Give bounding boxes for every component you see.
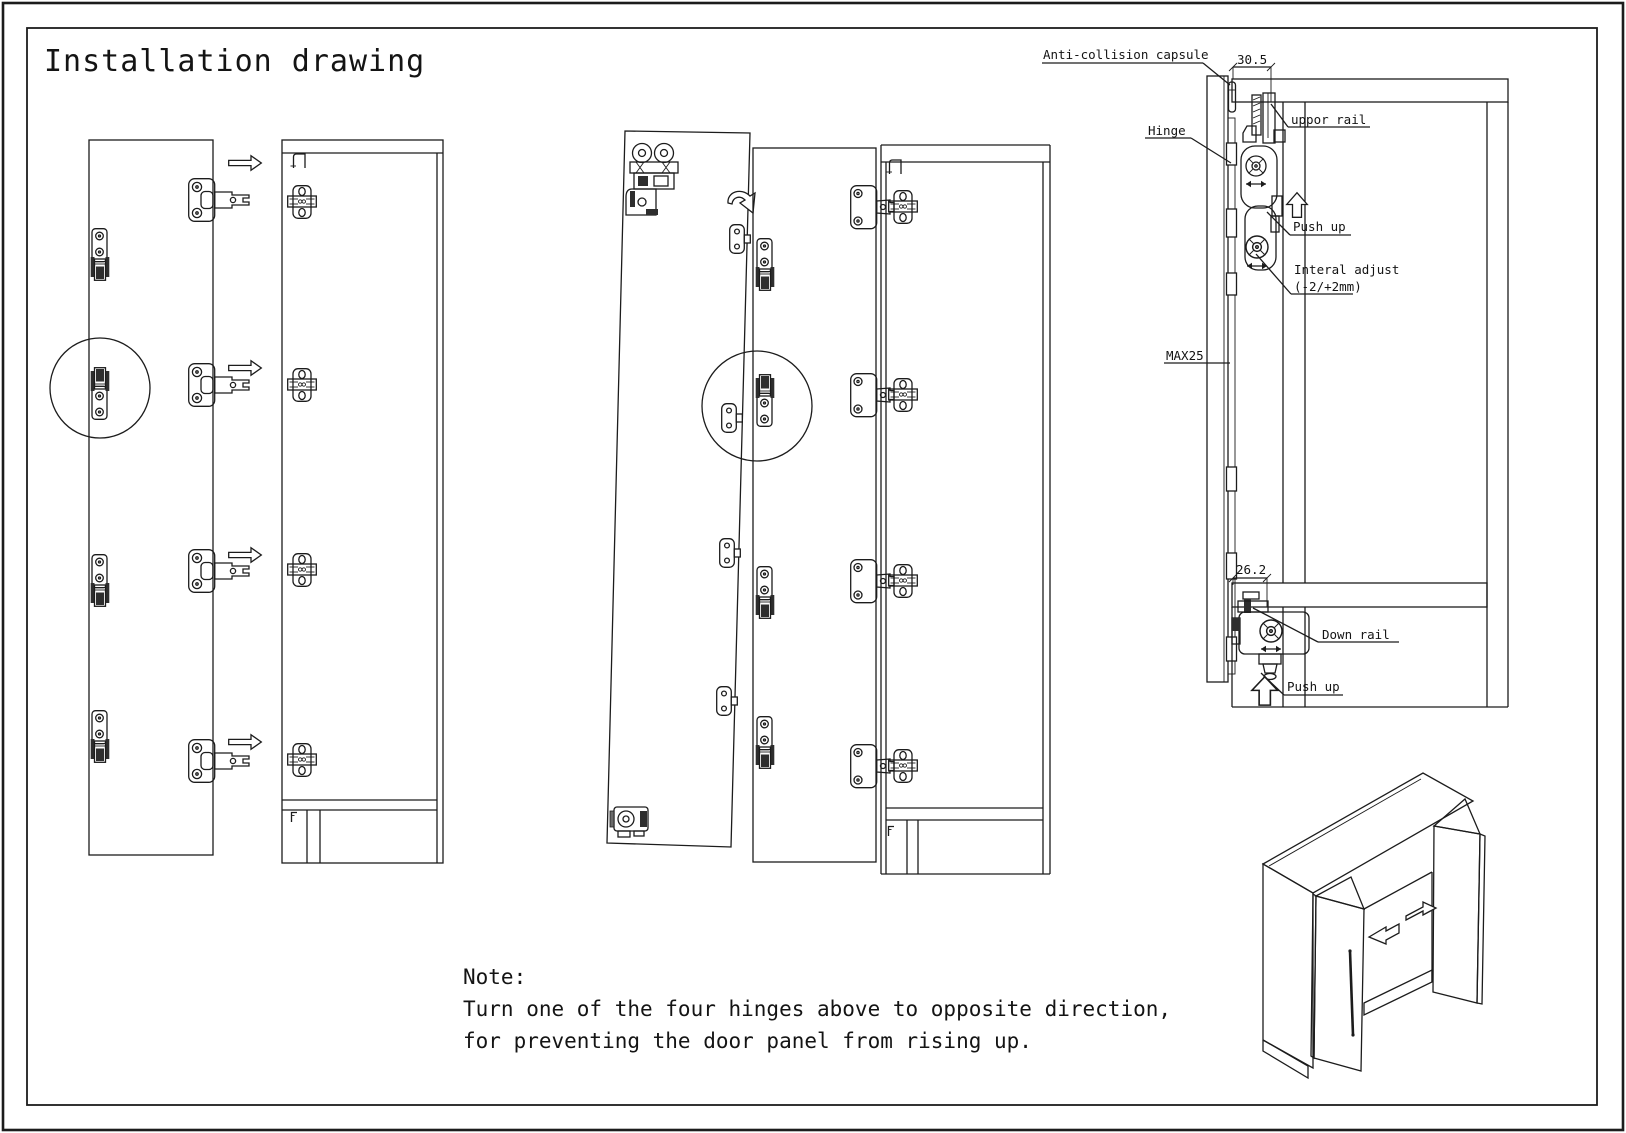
hook-mark — [289, 153, 306, 169]
cabinet-3d-view — [1261, 772, 1486, 1080]
cabinet-top-panel — [1231, 78, 1509, 103]
right-door — [1432, 825, 1481, 1004]
tilted-door-panel — [606, 130, 751, 848]
hinge-adjuster-body — [1240, 145, 1283, 271]
r-mark — [290, 811, 298, 823]
transfer-arrow-icon — [228, 547, 262, 563]
rotate-arrow-icon — [727, 190, 756, 215]
mounting-plate — [287, 553, 317, 587]
cabinet-left-side — [1262, 862, 1314, 1070]
push-up-arrow-icon — [1251, 675, 1279, 706]
cabinet-bottom-shelf — [1231, 582, 1488, 608]
door-handle — [1348, 950, 1355, 1036]
mounting-plate — [287, 743, 317, 777]
assembled-hinge — [851, 186, 918, 229]
transfer-arrow-icon — [228, 155, 262, 171]
edge-hinge-inverted — [90, 367, 110, 420]
page-title: Installation drawing — [44, 44, 425, 79]
cabinet-panel-front — [281, 139, 444, 864]
cup-hinge — [188, 739, 250, 783]
door-panel-front — [88, 139, 214, 856]
left-door — [1313, 895, 1365, 1072]
edge-hinge — [90, 554, 110, 607]
cabinet-panel-front — [880, 144, 1051, 875]
top-roller-assembly — [625, 142, 679, 216]
cabinet-floor — [1363, 968, 1433, 1017]
step3-rail-cross-section: Anti-collision capsule 30.5 uppor rail H… — [1042, 47, 1509, 708]
door-bracket — [719, 538, 741, 568]
r-mark — [887, 825, 895, 837]
label-push-up-bottom: Push up — [1287, 679, 1340, 694]
upper-rail-part — [1242, 92, 1286, 144]
slide-right-arrow-icon — [1405, 900, 1438, 922]
push-up-arrow-icon — [1286, 192, 1308, 218]
door-panel-edge — [1206, 75, 1229, 683]
note-line-2: for preventing the door panel from risin… — [463, 1029, 1032, 1053]
mounting-plate — [287, 368, 317, 402]
label-hinge: Hinge — [1148, 123, 1186, 138]
assembled-hinge — [851, 745, 918, 788]
bottom-roller-assembly — [609, 806, 649, 838]
label-push-up-top: Push up — [1293, 219, 1346, 234]
detail-labels: Anti-collision capsule 30.5 uppor rail H… — [1042, 47, 1399, 696]
cabinet-base — [1262, 1039, 1309, 1080]
transfer-arrow-icon — [228, 360, 262, 376]
label-dim-30-5: 30.5 — [1237, 52, 1267, 67]
slide-left-arrow-icon — [1367, 922, 1400, 945]
edge-hinge — [90, 228, 110, 281]
cabinet-top-face — [1261, 772, 1475, 894]
label-anti-collision-capsule: Anti-collision capsule — [1043, 47, 1209, 62]
second-door-panel — [752, 147, 877, 863]
label-dim-26-2: 26.2 — [1236, 562, 1266, 577]
detail-highlight-circle — [701, 350, 813, 462]
cup-hinge — [188, 178, 250, 222]
door-bracket — [721, 403, 743, 433]
note-line-1: Turn one of the four hinges above to opp… — [463, 997, 1171, 1021]
edge-hinge — [755, 716, 775, 769]
adjust-screw — [1245, 155, 1267, 177]
mounting-plate — [287, 185, 317, 219]
step1-hinge-transfer-diagram — [49, 139, 444, 864]
label-internal-adjust-range: (-2/+2mm) — [1294, 279, 1362, 294]
detail-highlight-circle — [49, 337, 151, 439]
edge-hinge — [755, 238, 775, 291]
label-upper-rail: uppor rail — [1291, 112, 1366, 127]
step2-door-hanging-diagram — [606, 130, 1051, 875]
label-internal-adjust: Interal adjust — [1294, 262, 1399, 277]
label-max25: MAX25 — [1166, 348, 1204, 363]
transfer-arrow-icon — [228, 734, 262, 750]
note-block: Note: Turn one of the four hinges above … — [463, 965, 1171, 1053]
inner-border — [26, 27, 1598, 1106]
assembled-hinge — [851, 374, 918, 417]
edge-hinge-inverted — [755, 374, 775, 427]
label-down-rail: Down rail — [1322, 627, 1390, 642]
edge-hinge — [90, 710, 110, 763]
note-heading: Note: — [463, 965, 526, 989]
down-roller-assembly — [1231, 591, 1310, 681]
edge-hinge — [755, 566, 775, 619]
assembled-hinge — [851, 560, 918, 603]
left-right-adjust-arrow-icon — [1245, 180, 1267, 188]
